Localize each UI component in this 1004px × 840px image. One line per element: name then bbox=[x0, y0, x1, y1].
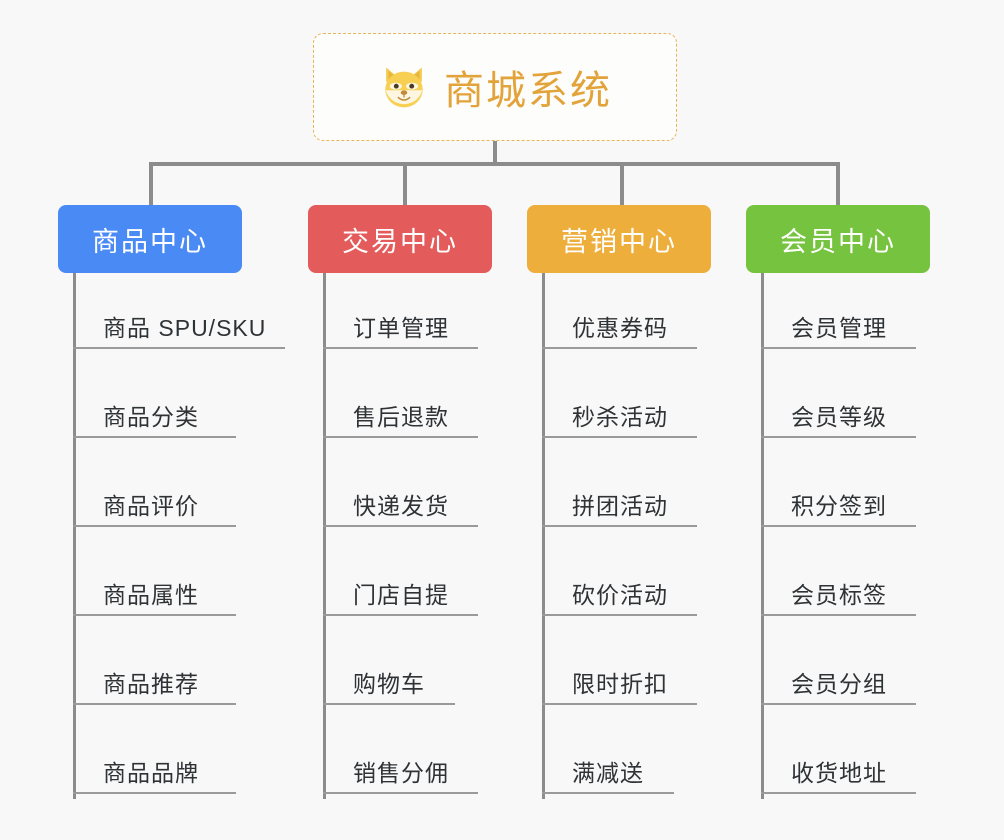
leaf-underline bbox=[542, 703, 697, 705]
leaf-label: 会员标签 bbox=[791, 582, 887, 608]
leaf-underline bbox=[761, 792, 916, 794]
leaf-underline bbox=[542, 347, 697, 349]
leaf-label: 砍价活动 bbox=[572, 582, 668, 608]
branch-label-1: 商品中心 bbox=[92, 226, 208, 257]
connector-drop-4 bbox=[836, 162, 840, 207]
leaf-label: 售后退款 bbox=[353, 404, 449, 430]
leaf-label: 商品 SPU/SKU bbox=[103, 315, 267, 341]
leaf-underline bbox=[73, 792, 236, 794]
leaf-underline bbox=[73, 347, 285, 349]
leaf-underline bbox=[761, 436, 916, 438]
leaf-label: 限时折扣 bbox=[572, 671, 668, 697]
leaf-underline bbox=[323, 703, 455, 705]
leaf-underline bbox=[323, 347, 478, 349]
leaf-underline bbox=[761, 347, 916, 349]
branch-spine-1 bbox=[73, 273, 76, 799]
leaf-label: 商品品牌 bbox=[103, 760, 199, 786]
shiba-dog-face-icon bbox=[378, 61, 430, 113]
connector-drop-3 bbox=[620, 162, 624, 207]
leaf-label: 会员管理 bbox=[791, 315, 887, 341]
branch-header-2[interactable]: 交易中心 bbox=[308, 205, 492, 273]
leaf-label: 商品属性 bbox=[103, 582, 199, 608]
leaf-underline bbox=[323, 525, 478, 527]
leaf-underline bbox=[323, 792, 478, 794]
leaf-label: 购物车 bbox=[353, 671, 425, 697]
branch-spine-4 bbox=[761, 273, 764, 799]
leaf-label: 拼团活动 bbox=[572, 493, 668, 519]
leaf-underline bbox=[323, 614, 478, 616]
leaf-label: 销售分佣 bbox=[353, 760, 449, 786]
connector-drop-2 bbox=[403, 162, 407, 207]
leaf-underline bbox=[761, 614, 916, 616]
branch-header-1[interactable]: 商品中心 bbox=[58, 205, 242, 273]
leaf-label: 会员等级 bbox=[791, 404, 887, 430]
leaf-label: 积分签到 bbox=[791, 493, 887, 519]
branch-label-2: 交易中心 bbox=[342, 226, 458, 257]
leaf-label: 会员分组 bbox=[791, 671, 887, 697]
root-node[interactable]: 商城系统 bbox=[313, 33, 677, 141]
connector-root-stem bbox=[493, 141, 497, 164]
leaf-label: 优惠券码 bbox=[572, 315, 668, 341]
leaf-label: 商品评价 bbox=[103, 493, 199, 519]
leaf-underline bbox=[323, 436, 478, 438]
leaf-underline bbox=[542, 614, 697, 616]
connector-drop-1 bbox=[149, 162, 153, 207]
branch-label-3: 营销中心 bbox=[561, 226, 677, 257]
branch-label-4: 会员中心 bbox=[780, 226, 896, 257]
leaf-underline bbox=[761, 525, 916, 527]
leaf-label: 秒杀活动 bbox=[572, 404, 668, 430]
leaf-label: 商品推荐 bbox=[103, 671, 199, 697]
leaf-label: 订单管理 bbox=[353, 315, 449, 341]
leaf-label: 收货地址 bbox=[791, 760, 887, 786]
root-title: 商城系统 bbox=[444, 69, 612, 113]
branch-spine-2 bbox=[323, 273, 326, 799]
leaf-label: 门店自提 bbox=[353, 582, 449, 608]
leaf-underline bbox=[761, 703, 916, 705]
branch-spine-3 bbox=[542, 273, 545, 799]
leaf-label: 商品分类 bbox=[103, 404, 199, 430]
leaf-underline bbox=[542, 792, 674, 794]
leaf-label: 满减送 bbox=[572, 760, 644, 786]
leaf-label: 快递发货 bbox=[353, 493, 449, 519]
branch-header-3[interactable]: 营销中心 bbox=[527, 205, 711, 273]
leaf-underline bbox=[73, 614, 236, 616]
leaf-underline bbox=[73, 525, 236, 527]
branch-header-4[interactable]: 会员中心 bbox=[746, 205, 930, 273]
leaf-underline bbox=[542, 436, 697, 438]
connector-horizontal-bus bbox=[149, 162, 839, 166]
leaf-underline bbox=[542, 525, 697, 527]
leaf-underline bbox=[73, 703, 236, 705]
leaf-underline bbox=[73, 436, 236, 438]
